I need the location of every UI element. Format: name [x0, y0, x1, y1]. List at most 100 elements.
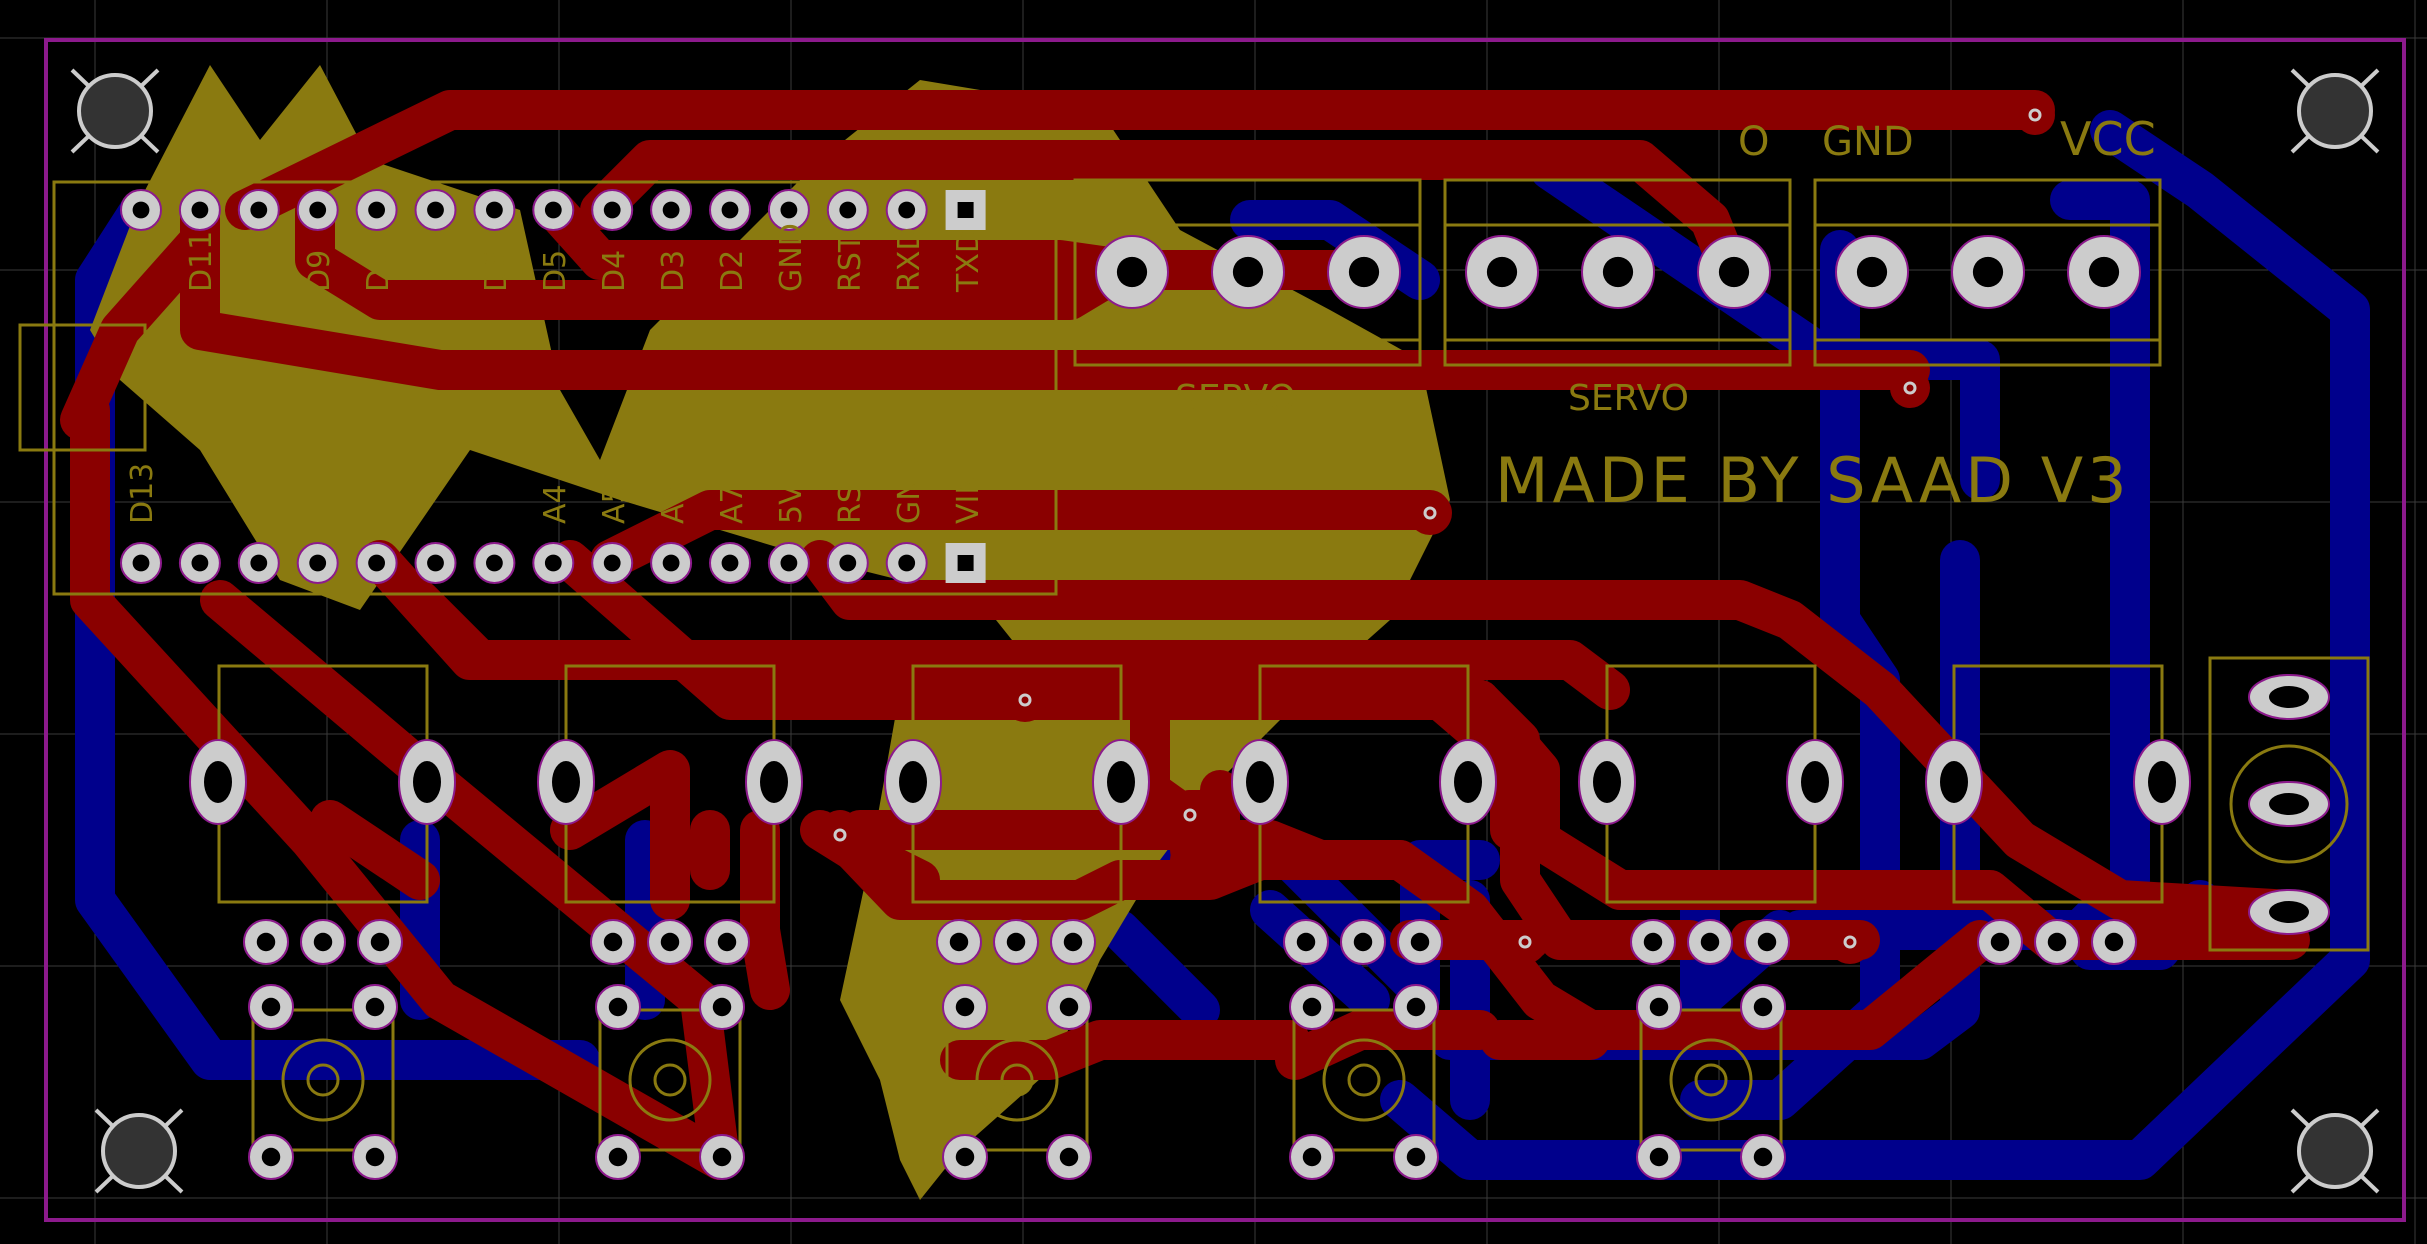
vcc-label: VCC: [2060, 112, 2156, 166]
round-pad-icon: [414, 189, 457, 231]
oval-pad-icon: [2248, 889, 2330, 935]
round-pad-icon: [1465, 235, 1539, 309]
round-pad-icon: [178, 189, 221, 231]
round-pad-icon: [120, 542, 162, 584]
oval-pad-icon: [884, 739, 942, 825]
round-pad-icon: [300, 919, 346, 965]
via-icon: [818, 813, 862, 857]
oval-pad-icon: [2133, 739, 2191, 825]
mount-hole-icon: [94, 1108, 184, 1194]
o-mark-label: O: [1738, 119, 1769, 165]
round-pad-icon: [2067, 235, 2141, 309]
round-pad-icon: [1636, 1134, 1682, 1180]
header-pin-label: TXD: [951, 230, 986, 293]
square-pad-icon: [945, 543, 986, 583]
round-pad-icon: [1211, 235, 1285, 309]
round-pad-icon: [355, 542, 398, 584]
round-pad-icon: [1744, 919, 1790, 965]
round-pad-icon: [1740, 984, 1786, 1030]
round-pad-icon: [296, 189, 339, 231]
arduino-footprint: [52, 180, 1058, 596]
round-pad-icon: [248, 1134, 294, 1180]
header-pin-label: D8: [361, 250, 396, 292]
round-pad-icon: [355, 189, 398, 231]
header-pin-label: A6: [656, 484, 691, 524]
via-icon: [1168, 793, 1212, 837]
round-pad-icon: [942, 1134, 988, 1180]
header-pin-label: RST: [833, 233, 868, 292]
round-pad-icon: [1393, 1134, 1439, 1180]
header-pin-label: RST: [833, 465, 868, 524]
servo-label-1: SERVO: [1175, 378, 1296, 419]
oval-pad-icon: [1092, 739, 1150, 825]
round-pad-icon: [352, 1134, 398, 1180]
round-pad-icon: [650, 542, 693, 584]
header-pin-label: D13: [125, 463, 160, 524]
header-pin-label: D5: [538, 250, 573, 292]
round-pad-icon: [767, 189, 810, 231]
header-pin-label: D9: [302, 250, 337, 292]
round-pad-icon: [473, 542, 516, 584]
round-pad-icon: [248, 984, 294, 1030]
round-pad-icon: [1289, 1134, 1335, 1180]
round-pad-icon: [1095, 235, 1169, 309]
servo-connector-1: [1073, 178, 1422, 367]
board-title: MADE BY SAAD V3: [1495, 444, 2131, 517]
via-icon: [1828, 920, 1872, 964]
square-pad-icon: [945, 190, 986, 230]
header-pin-label: GND: [774, 223, 809, 292]
round-pad-icon: [1340, 919, 1386, 965]
oval-pad-icon: [2248, 781, 2330, 827]
round-pad-icon: [414, 542, 457, 584]
round-pad-icon: [2091, 919, 2137, 965]
round-pad-icon: [942, 984, 988, 1030]
header-pin-label: D2: [715, 250, 750, 292]
round-pad-icon: [1977, 919, 2023, 965]
header-pin-label: GND: [892, 455, 927, 524]
oval-pad-icon: [1786, 739, 1844, 825]
round-pad-icon: [532, 542, 575, 584]
round-pad-icon: [709, 189, 751, 231]
mount-holes: [70, 68, 2380, 1194]
oval-pad-icon: [189, 739, 247, 825]
round-pad-icon: [357, 919, 403, 965]
via-icon: [1408, 491, 1452, 535]
oval-pad-icon: [745, 739, 803, 825]
round-pad-icon: [826, 542, 869, 584]
round-pad-icon: [473, 189, 516, 231]
round-pad-icon: [1951, 235, 2025, 309]
header-pin-label: 5V: [774, 484, 809, 524]
via-icon: [1503, 920, 1547, 964]
silkscreen-text: MADE BY SAAD V3 SERVO SERVO GND VCC O D1…: [125, 112, 2156, 524]
header-pin-label: D11: [184, 231, 219, 292]
round-pad-icon: [1697, 235, 1771, 309]
board-outline: [44, 38, 2406, 1222]
round-pad-icon: [1630, 919, 1676, 965]
round-pad-icon: [1581, 235, 1655, 309]
round-pad-icon: [1327, 235, 1401, 309]
switch-outline: [2208, 656, 2370, 952]
servo-connector-2: [1443, 178, 1792, 367]
pot-outline-5: [1605, 664, 1817, 904]
round-pad-icon: [178, 542, 221, 584]
round-pad-icon: [767, 542, 810, 584]
round-pad-icon: [650, 189, 693, 231]
round-pad-icon: [532, 189, 575, 231]
round-pad-icon: [595, 984, 641, 1030]
round-pad-icon: [1687, 919, 1733, 965]
header-pin-label: A4: [538, 484, 573, 524]
silkscreen-outlines: [18, 178, 2370, 1152]
oval-pad-icon: [1439, 739, 1497, 825]
button-outline-2: [598, 1008, 742, 1152]
power-connector: [1813, 178, 2162, 367]
round-pad-icon: [885, 189, 928, 231]
round-pad-icon: [296, 542, 339, 584]
round-pad-icon: [709, 542, 751, 584]
round-pad-icon: [1046, 984, 1092, 1030]
oval-pad-icon: [398, 739, 456, 825]
header-pin-label: D4: [597, 250, 632, 292]
round-pad-icon: [1740, 1134, 1786, 1180]
servo-label-2: SERVO: [1568, 378, 1689, 419]
oval-pad-icon: [537, 739, 595, 825]
